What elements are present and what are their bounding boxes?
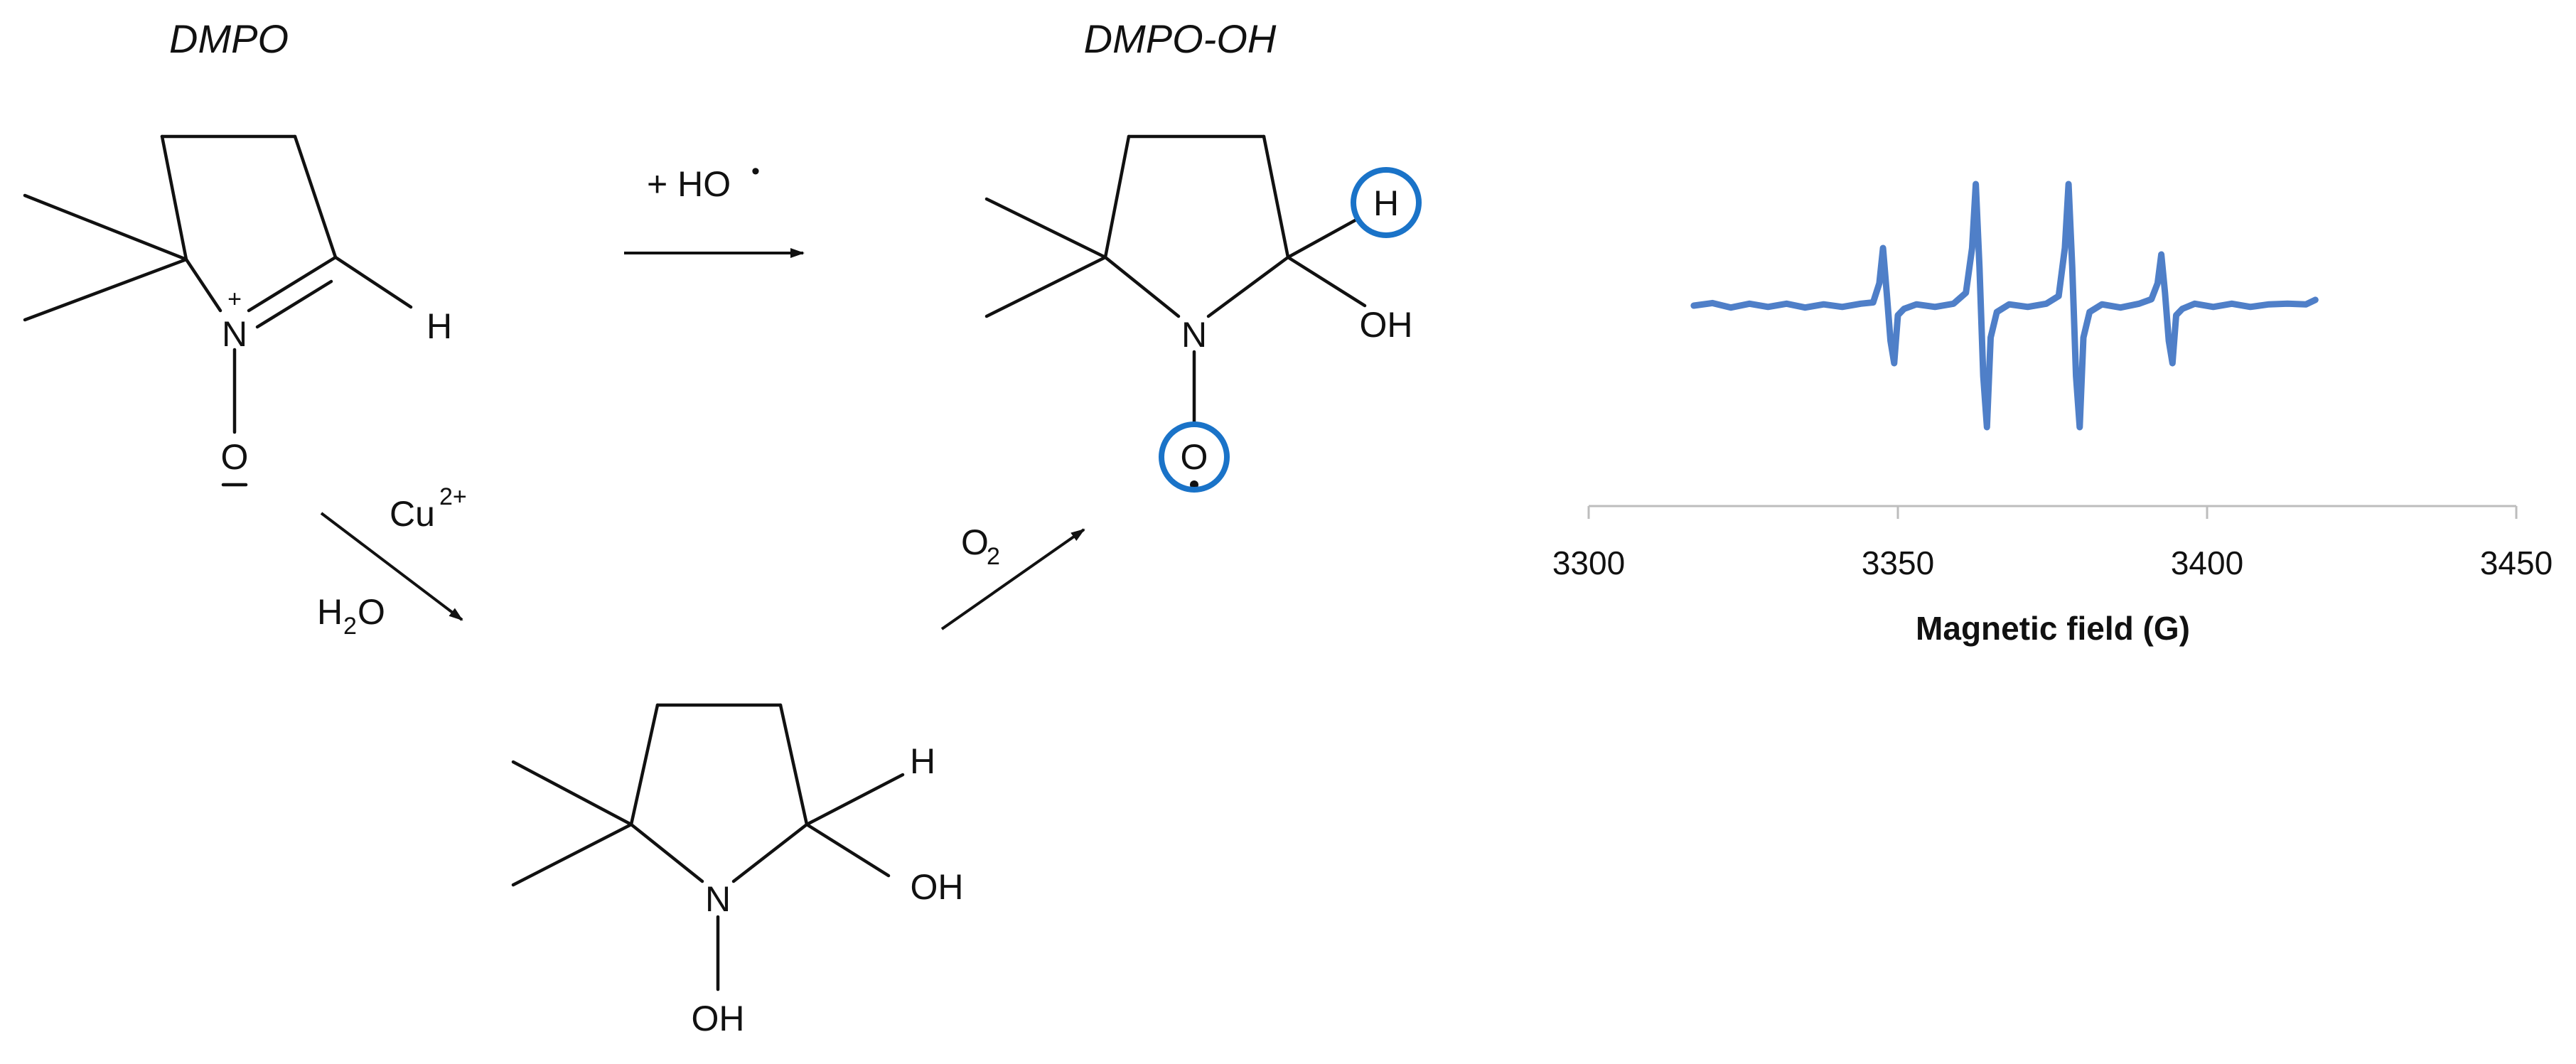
oxygen-atom: O bbox=[221, 437, 249, 477]
double-bond bbox=[247, 255, 338, 313]
ring-bond bbox=[160, 134, 188, 262]
dmpo-oh-title: DMPO-OH bbox=[1084, 16, 1277, 61]
dmpo-structure: DMPO N + H O bbox=[23, 16, 452, 487]
x-axis-ticks: 3300 3350 3400 3450 bbox=[1552, 506, 2553, 581]
x-tick-label: 3450 bbox=[2480, 544, 2553, 581]
n-hydroxyl-group: OH bbox=[692, 999, 745, 1038]
spectrum-line bbox=[1690, 181, 2319, 431]
methyl-bond bbox=[511, 822, 633, 887]
radical-dot: • bbox=[751, 158, 760, 185]
ring-bond bbox=[778, 703, 809, 827]
c-oh-bond bbox=[805, 822, 891, 878]
methyl-bond bbox=[23, 257, 188, 322]
methyl-bond bbox=[984, 197, 1107, 259]
radical-label: + HO bbox=[647, 164, 731, 204]
methyl-bond bbox=[511, 760, 633, 827]
ring-bond bbox=[1206, 255, 1290, 318]
highlight-circle bbox=[1159, 421, 1230, 493]
highlight-circle bbox=[1351, 167, 1422, 238]
methyl-bond bbox=[23, 193, 188, 262]
double-bond bbox=[255, 279, 333, 329]
nitrogen-atom: N bbox=[222, 314, 247, 354]
hydroxyl-group: OH bbox=[1360, 305, 1413, 345]
copper-charge: 2+ bbox=[439, 483, 467, 510]
dmpo-title: DMPO bbox=[169, 16, 289, 61]
nitrogen-atom: N bbox=[1181, 315, 1207, 355]
ring-bond bbox=[293, 134, 338, 259]
oxygen-o: O bbox=[961, 522, 989, 562]
ring-bond bbox=[1103, 255, 1181, 318]
ring-bond bbox=[629, 703, 660, 827]
methyl-bond bbox=[984, 255, 1107, 318]
copper-label: Cu bbox=[390, 494, 435, 534]
x-axis-label: Magnetic field (G) bbox=[1916, 610, 2190, 647]
ring-bond bbox=[731, 822, 809, 883]
c-h-bond bbox=[1286, 217, 1360, 259]
hydrogen-atom: H bbox=[426, 306, 452, 346]
reaction-arrow bbox=[940, 528, 1085, 630]
radical-reaction: + HO • bbox=[624, 158, 805, 258]
ring-bond bbox=[1103, 134, 1131, 259]
water-h: H bbox=[317, 592, 343, 632]
ring-bond bbox=[184, 257, 222, 313]
oxygen-subscript: 2 bbox=[987, 543, 1000, 570]
n-charge: + bbox=[227, 286, 242, 313]
oxygen-atom: O bbox=[1181, 437, 1208, 477]
water-o: O bbox=[358, 592, 385, 632]
c-oh-bond bbox=[1286, 255, 1367, 308]
c-h-bond bbox=[333, 255, 413, 309]
hydrogen-atom: H bbox=[910, 741, 935, 781]
c-h-bond bbox=[805, 773, 905, 827]
nitrogen-atom: N bbox=[705, 879, 731, 919]
x-tick-label: 3400 bbox=[2171, 544, 2243, 581]
oxygen-reaction: O 2 bbox=[940, 522, 1085, 630]
copper-reaction: Cu 2+ H 2 O bbox=[317, 483, 467, 640]
ring-bond bbox=[1262, 134, 1290, 259]
water-subscript: 2 bbox=[343, 613, 357, 640]
hydroxylamine-structure: N H OH OH bbox=[511, 703, 964, 1038]
dmpo-oh-structure: DMPO-OH N H OH O bbox=[984, 16, 1422, 493]
hydroxyl-group: OH bbox=[911, 867, 964, 907]
reaction-arrow bbox=[320, 512, 463, 621]
x-tick-label: 3300 bbox=[1552, 544, 1625, 581]
x-tick-label: 3350 bbox=[1862, 544, 1934, 581]
hydrogen-atom: H bbox=[1373, 183, 1399, 223]
ring-bond bbox=[629, 822, 704, 883]
epr-spectrum-chart: 3300 3350 3400 3450 Magnetic field (G) bbox=[1552, 181, 2553, 647]
